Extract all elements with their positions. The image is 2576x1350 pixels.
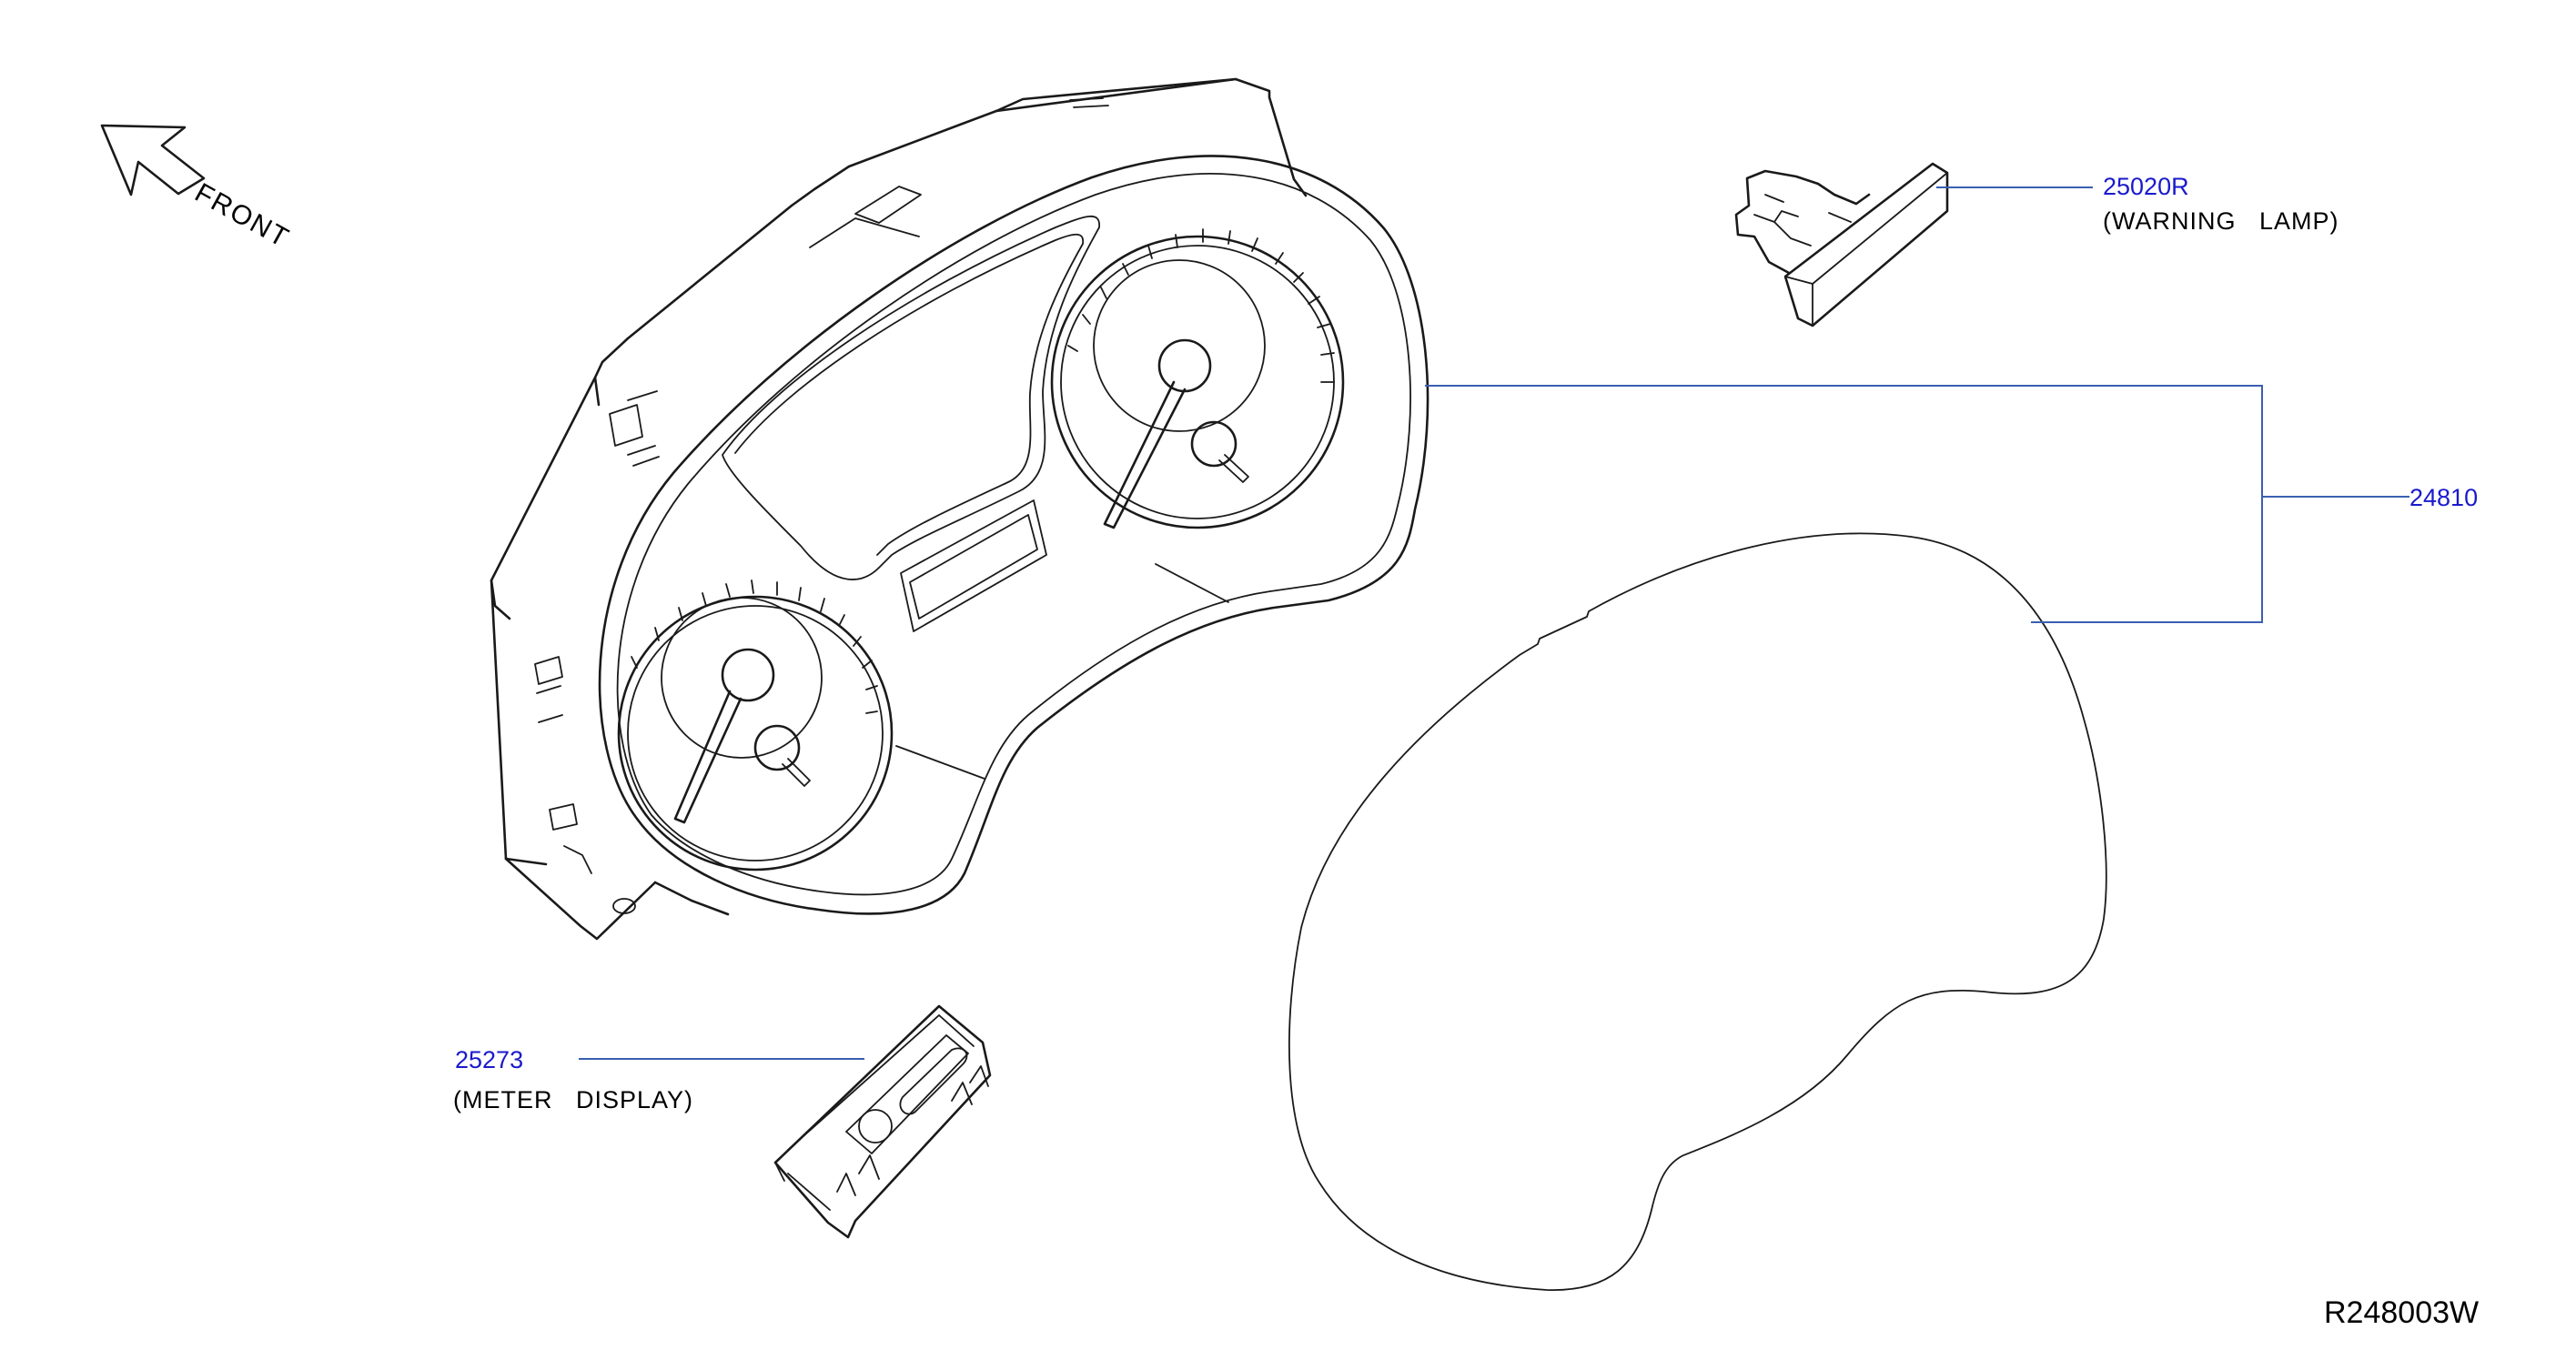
part-number-25273: 25273 bbox=[455, 1046, 523, 1073]
diagram-code: R248003W bbox=[2324, 1295, 2479, 1330]
part-number-24810: 24810 bbox=[2409, 484, 2478, 511]
meter-glass-lens-illustration bbox=[1288, 532, 2107, 1291]
front-label: FRONT bbox=[190, 177, 295, 254]
description-warning-lamp: (WARNING LAMP) bbox=[2103, 207, 2339, 235]
leader-lines bbox=[579, 186, 2409, 1060]
part-number-25020R: 25020R bbox=[2103, 173, 2189, 200]
description-meter-display: (METER DISPLAY) bbox=[453, 1086, 693, 1113]
tachometer-tick-marks bbox=[1067, 228, 1335, 383]
leader-line-24810 bbox=[1425, 385, 2409, 623]
speedometer-tick-marks bbox=[631, 579, 878, 714]
front-arrow-icon bbox=[100, 124, 206, 196]
warning-lamp-illustration bbox=[1734, 162, 1949, 327]
combination-meter-illustration bbox=[490, 77, 1429, 941]
meter-display-illustration bbox=[773, 1004, 992, 1239]
